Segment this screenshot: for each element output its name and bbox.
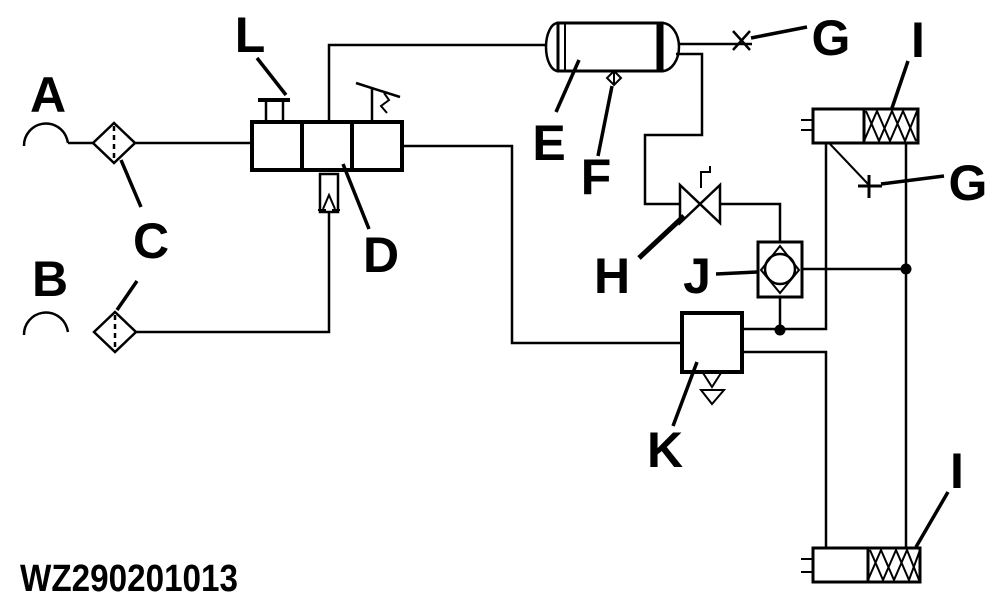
junction-dot — [900, 263, 912, 275]
lever-actuator — [355, 81, 401, 122]
spring-icon — [867, 547, 921, 583]
filter-a — [91, 121, 137, 165]
leader-j — [715, 270, 758, 276]
relief-valve — [318, 172, 340, 214]
leader-c-upper — [119, 159, 143, 208]
label-b: B — [32, 251, 68, 307]
connector-pins — [801, 119, 813, 131]
leader-i-top — [890, 60, 910, 109]
label-l: L — [235, 7, 266, 63]
hose-coupling-b — [22, 311, 70, 336]
label-g-right: G — [949, 155, 988, 211]
solenoid-valve-i-bottom — [801, 546, 922, 584]
leader-h — [637, 214, 686, 260]
drain-valve-f — [605, 69, 623, 87]
callout-labels: A L B C D E F G I G H J K I — [30, 7, 988, 499]
label-i-top: I — [911, 12, 925, 68]
leader-l — [255, 56, 288, 97]
label-i-bottom: I — [950, 443, 964, 499]
label-f: F — [581, 149, 612, 205]
test-port-g-top — [732, 30, 751, 51]
leader-f — [596, 85, 614, 157]
pipe-lines — [68, 42, 908, 548]
leader-g-right — [880, 174, 945, 186]
label-c: C — [133, 213, 169, 269]
hose-coupling-a — [22, 122, 70, 147]
leader-lines — [115, 25, 950, 548]
air-reservoir-e — [544, 21, 681, 73]
leader-d — [341, 163, 371, 230]
label-j: J — [683, 248, 711, 304]
leader-i-bottom — [914, 491, 950, 548]
label-h: H — [594, 248, 630, 304]
label-g-top: G — [812, 10, 851, 66]
relay-valve-k — [680, 311, 744, 406]
junction-dots — [774, 263, 912, 336]
leader-g-top — [750, 25, 808, 40]
spring-icon — [863, 108, 918, 144]
shutoff-valve-h — [678, 166, 722, 226]
leader-e — [554, 59, 581, 113]
label-e: E — [532, 115, 565, 171]
control-valve-block-d — [250, 81, 404, 214]
filter-b — [92, 310, 138, 354]
leader-k — [671, 361, 699, 427]
junction-dot — [774, 324, 786, 336]
fill-port-l — [258, 98, 290, 122]
label-a: A — [30, 67, 66, 123]
label-d: D — [363, 227, 399, 283]
connector-pins — [801, 558, 813, 573]
part-number: WZ290201013 — [20, 558, 238, 598]
exhaust-port — [698, 372, 727, 406]
label-k: K — [647, 422, 683, 478]
leader-c-lower — [115, 280, 139, 311]
pressure-gauge-j — [756, 240, 804, 299]
test-port-g-right — [829, 143, 882, 198]
solenoid-valve-i-top — [801, 107, 920, 145]
